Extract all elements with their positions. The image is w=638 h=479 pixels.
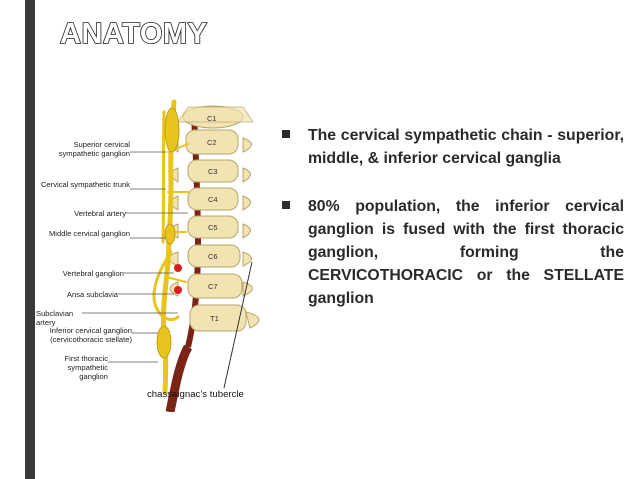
spine-drawing: [82, 99, 260, 412]
label-vertebral-artery: Vertebral artery: [74, 209, 126, 218]
vertebra-label: C7: [208, 282, 218, 291]
bullet-item: 80% population, the inferior cervical ga…: [282, 195, 624, 310]
label-superior-ganglion: Superior cervical sympathetic ganglion: [58, 140, 130, 158]
vertebra-c5: [187, 215, 239, 239]
bullet-text: 80% population, the inferior cervical ga…: [308, 198, 624, 307]
middle-ganglion-shape: [164, 223, 176, 245]
cervical-spine-illustration: C1 C2 C3 C4 C5 C6 C7 T1 Superior cervica…: [36, 92, 288, 412]
vertebra-c7: [187, 273, 243, 299]
stellate-ganglion-shape: [156, 325, 172, 359]
slide-title: ANATOMY: [59, 17, 208, 51]
bullet-item: The cervical sympathetic chain - superio…: [282, 124, 624, 170]
bullet-text: The cervical sympathetic chain - superio…: [308, 127, 624, 167]
vertebra-label: C1: [207, 114, 217, 123]
marker-dot: [174, 264, 182, 272]
marker-dot: [174, 286, 182, 294]
vertebra-c3: [187, 159, 239, 183]
ansa-subclavia-shape: [152, 250, 180, 321]
vertebra-c2: [185, 129, 239, 155]
vertebra-c4: [187, 187, 239, 211]
label-first-thoracic-ganglion: First thoracic sympathetic ganglion: [64, 354, 108, 381]
vertebra-label: C2: [207, 138, 217, 147]
vertebra-label: C6: [208, 252, 218, 261]
label-subclavian-artery: Subclavian artery: [36, 309, 74, 327]
label-middle-ganglion: Middle cervical ganglion: [48, 229, 130, 238]
vertebra-label: T1: [210, 314, 219, 323]
vertebra-t1: [189, 304, 247, 332]
subclavian-artery-shape: [165, 344, 193, 412]
label-inferior-ganglion: Inferior cervical ganglion (cervicothora…: [49, 326, 132, 344]
label-sympathetic-trunk: Cervical sympathetic trunk: [40, 180, 130, 189]
superior-ganglion-shape: [164, 107, 180, 153]
vertebra-label: C5: [208, 223, 218, 232]
square-bullet-icon: [282, 201, 290, 209]
label-vertebral-ganglion: Vertebral ganglion: [62, 269, 124, 278]
vertebra-c6: [187, 244, 241, 268]
label-ansa-subclavia: Ansa subclavia: [66, 290, 118, 299]
vertebra-label: C3: [208, 167, 218, 176]
chassaignac-tubercle-callout: chassaignac’s tubercle: [147, 389, 244, 400]
bullet-list: The cervical sympathetic chain - superio…: [282, 124, 624, 335]
left-accent-bar: [25, 0, 35, 479]
vertebra-label: C4: [208, 195, 218, 204]
square-bullet-icon: [282, 130, 290, 138]
